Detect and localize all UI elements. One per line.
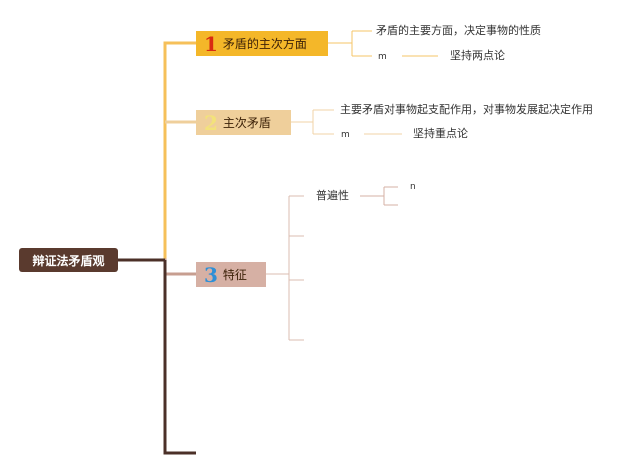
- leaf-node-1-2[interactable]: 坚持两点论: [450, 49, 505, 62]
- connector-universality-children: [360, 186, 398, 206]
- root-node[interactable]: 辩证法矛盾观: [19, 248, 118, 272]
- connector-root-branch1: [118, 41, 196, 262]
- root-label: 辩证法矛盾观: [32, 253, 105, 268]
- leaf-node-2-2[interactable]: 坚持重点论: [413, 127, 468, 140]
- connector-branch2-children: [291, 109, 334, 135]
- branch-label-3: 特征: [222, 268, 247, 282]
- branch-node-1[interactable]: 1 矛盾的主次方面: [196, 31, 328, 56]
- branch-node-2[interactable]: 2 主次矛盾: [196, 110, 291, 135]
- leaf-prefix-2-2: m: [341, 130, 350, 140]
- branch-number-3: 3: [204, 262, 218, 287]
- branch-label-2: 主次矛盾: [222, 116, 271, 130]
- branch-number-1: 1: [204, 31, 218, 56]
- connector-branch3-children: [266, 195, 304, 341]
- branch-node-3[interactable]: 3 特征: [196, 262, 266, 287]
- leaf-prefix-1-2: m: [378, 52, 387, 62]
- leaf-node-3-1-1[interactable]: n: [410, 182, 416, 192]
- connector-root-branch3: [118, 258, 196, 276]
- branch-number-2: 2: [204, 110, 218, 135]
- leaf-node-2-1[interactable]: 主要矛盾对事物起支配作用，对事物发展起决定作用: [340, 103, 593, 116]
- leaf-node-1-1[interactable]: 矛盾的主要方面，决定事物的性质: [376, 24, 541, 37]
- leaf-node-3-1[interactable]: 普遍性: [316, 189, 349, 202]
- connector-branch1-children: [328, 30, 372, 57]
- connector-root-trunk: [163, 260, 196, 455]
- branch-label-1: 矛盾的主次方面: [222, 37, 307, 51]
